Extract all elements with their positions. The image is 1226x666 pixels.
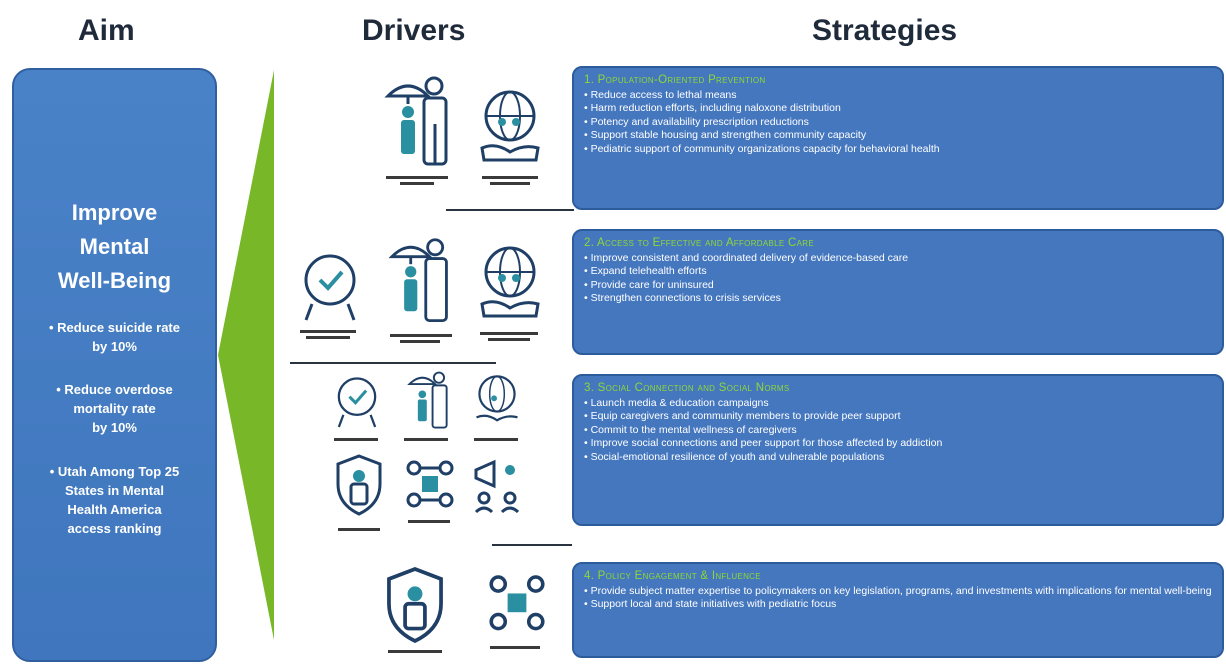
funnel-arrow [218, 70, 274, 640]
icon-caption-bar [490, 646, 540, 649]
strategy-item: Expand telehealth efforts [584, 265, 1212, 278]
icon-caption-bar [400, 340, 440, 343]
strategy-title: 1. Population-Oriented Prevention [584, 74, 766, 86]
strategy-item: Support local and state initiatives with… [584, 598, 1212, 611]
strategy-box-3: 3. Social Connection and Social Norms La… [572, 374, 1224, 526]
strategy-title: 4. Policy Engagement & Influence [584, 570, 761, 582]
driver-divider [290, 362, 496, 364]
goal-line: mortality rate [73, 401, 156, 416]
megaphone-people-icon [474, 459, 520, 514]
icon-caption-bar [490, 182, 530, 185]
globe-hand-icon [476, 375, 518, 422]
strategy-title: 3. Social Connection and Social Norms [584, 382, 790, 394]
goal-line: • Reduce overdose [56, 382, 173, 397]
goal-line: Health America [67, 502, 162, 517]
strategy-item: Equip caregivers and community members t… [584, 410, 1212, 423]
icon-caption-bar [334, 438, 378, 441]
strategy-box-1: 1. Population-Oriented Prevention Reduce… [572, 66, 1224, 210]
strategy-item: Reduce access to lethal means [584, 89, 1212, 102]
strategy-item: Improve consistent and coordinated deliv… [584, 252, 1212, 265]
aim-title-line: Well-Being [57, 268, 172, 293]
aim-title: Improve Mental Well-Being [14, 196, 215, 298]
icon-caption-bar [388, 650, 442, 653]
strategy-item: Provide subject matter expertise to poli… [584, 585, 1212, 598]
strategy-item: Harm reduction efforts, including naloxo… [584, 102, 1212, 115]
drivers-header: Drivers [362, 14, 466, 47]
strategy-item: Social-emotional resilience of youth and… [584, 451, 1212, 464]
icon-caption-bar [480, 332, 538, 335]
strategy-item: Potency and availability prescription re… [584, 116, 1212, 129]
shield-check-icon [304, 254, 356, 321]
goal-line: States in Mental [65, 483, 164, 498]
family-umbrella-icon [384, 76, 448, 166]
goal-line: • Reduce suicide rate [49, 320, 180, 335]
goal-line: • Utah Among Top 25 [49, 464, 180, 479]
strategy-item: Support stable housing and strengthen co… [584, 129, 1212, 142]
family-umbrella-icon [388, 238, 448, 323]
aim-panel: Improve Mental Well-Being • Reduce suici… [12, 68, 217, 662]
shield-person-icon [336, 454, 382, 516]
goal-line: by 10% [92, 420, 137, 435]
shield-check-icon [337, 377, 377, 428]
driver-divider [446, 209, 574, 211]
driver-divider [492, 544, 572, 546]
aim-title-line: Improve [71, 200, 158, 225]
family-umbrella-icon [407, 371, 448, 429]
strategy-item: Pediatric support of community organizat… [584, 143, 1212, 156]
globe-hand-icon [480, 246, 540, 318]
strategies-header: Strategies [812, 14, 958, 47]
goal-ranking: • Utah Among Top 25 States in Mental Hea… [20, 462, 209, 538]
icon-caption-bar [408, 520, 450, 523]
shield-person-icon [387, 567, 443, 644]
goal-suicide: • Reduce suicide rate by 10% [20, 318, 209, 356]
aim-title-line: Mental [79, 234, 150, 259]
icon-caption-bar [474, 438, 518, 441]
globe-hand-icon [480, 90, 540, 162]
icon-caption-bar [306, 336, 350, 339]
icon-caption-bar [400, 182, 434, 185]
icon-caption-bar [300, 330, 356, 333]
connected-people-icon [489, 575, 545, 631]
icon-caption-bar [338, 528, 380, 531]
strategy-item: Commit to the mental wellness of caregiv… [584, 424, 1212, 437]
goal-line: access ranking [67, 521, 162, 536]
strategy-title: 2. Access to Effective and Affordable Ca… [584, 237, 814, 249]
strategy-box-4: 4. Policy Engagement & Influence Provide… [572, 562, 1224, 658]
strategy-item: Launch media & education campaigns [584, 397, 1212, 410]
strategy-item: Improve social connections and peer supp… [584, 437, 1212, 450]
strategy-item: Provide care for uninsured [584, 279, 1212, 292]
strategy-item: Strengthen connections to crisis service… [584, 292, 1212, 305]
goal-overdose: • Reduce overdose mortality rate by 10% [20, 380, 209, 437]
icon-caption-bar [386, 176, 448, 179]
strategy-box-2: 2. Access to Effective and Affordable Ca… [572, 229, 1224, 355]
connected-people-icon [406, 460, 454, 508]
aim-header: Aim [78, 14, 135, 47]
icon-caption-bar [482, 176, 538, 179]
icon-caption-bar [390, 334, 452, 337]
icon-caption-bar [488, 338, 530, 341]
icon-caption-bar [404, 438, 448, 441]
goal-line: by 10% [92, 339, 137, 354]
